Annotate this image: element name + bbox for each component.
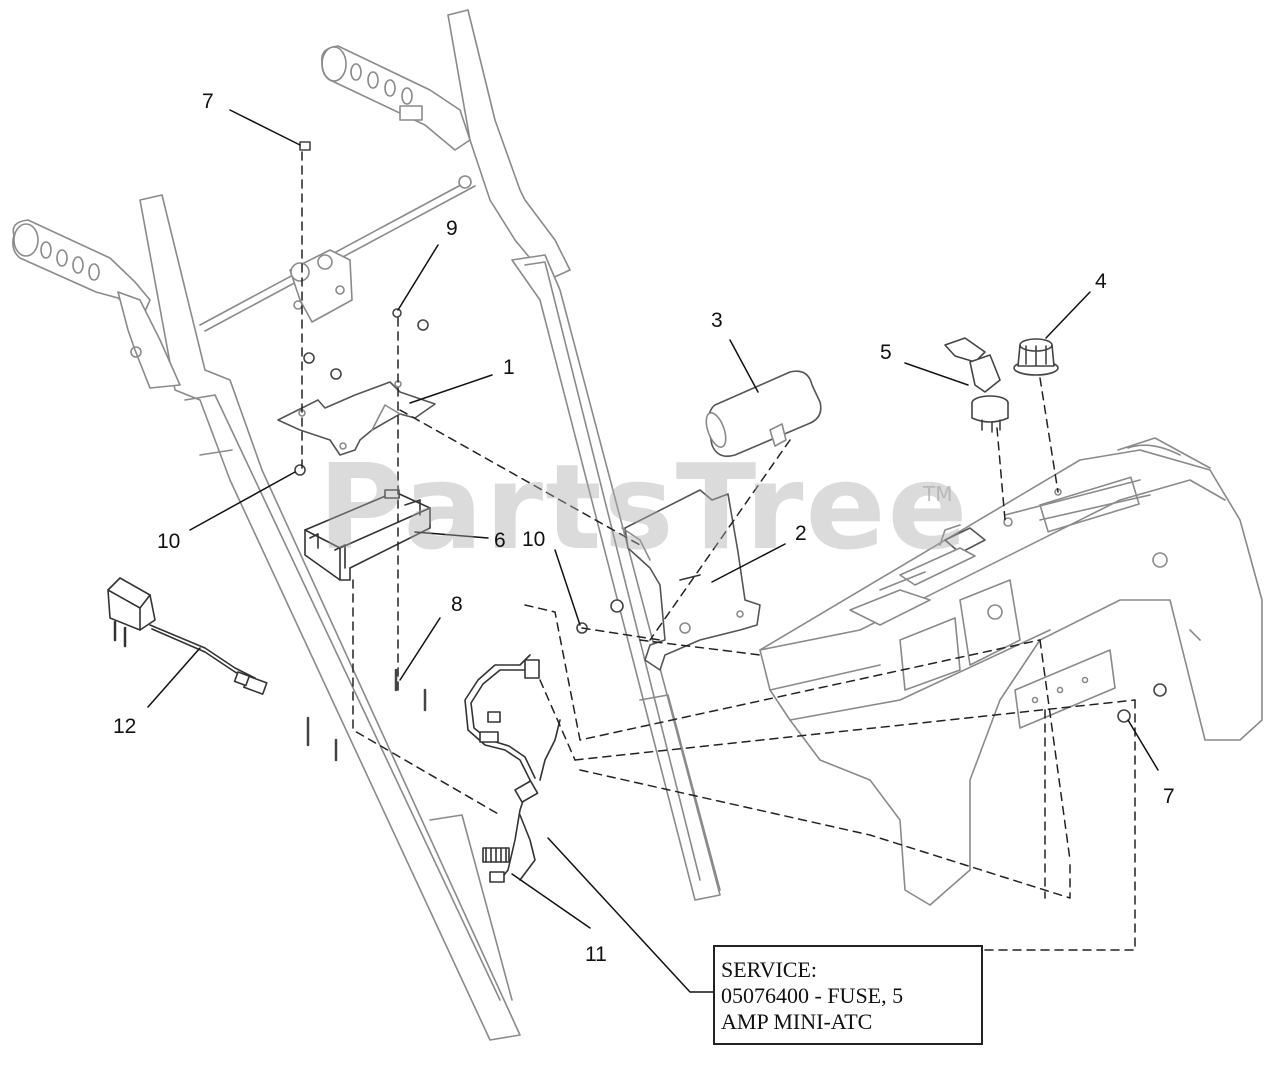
callout-3: 3 [711,309,723,332]
callout-11: 11 [585,943,607,966]
callout-2: 2 [795,522,807,545]
trademark-mark: TM [923,482,953,506]
callout-9: 9 [446,217,458,240]
leader-lines [147,109,1159,993]
part-5-key-switch [944,337,1009,433]
callout-12: 12 [113,715,137,738]
callout-7-right: 7 [1163,785,1175,808]
service-note-line-3: AMP MINI-ATC [721,1009,873,1034]
part-12-charger [107,577,268,695]
service-note-box: SERVICE: 05076400 - FUSE, 5 AMP MINI-ATC [713,945,983,1045]
watermark-text: PartsTree [318,438,970,576]
left-handle-grip [12,219,181,389]
part-4-cap [1013,338,1059,376]
right-handle-grip [321,45,471,151]
callout-1: 1 [503,356,515,379]
callout-8: 8 [451,593,463,616]
hardware-screws-nuts [294,141,1167,762]
left-handlebar-tube [139,194,521,1041]
part-3-battery [705,370,822,458]
right-handlebar-tube [447,9,721,901]
service-note-line-1: SERVICE: [721,957,818,982]
callout-10-left: 10 [157,530,181,553]
service-note-line-2: 05076400 - FUSE, 5 [721,983,904,1008]
dash-housing [759,437,1263,906]
callout-6: 6 [494,529,506,552]
control-bracket [289,249,353,323]
callout-10-center: 10 [522,528,546,551]
callout-7-top: 7 [202,90,214,113]
callout-5: 5 [880,341,892,364]
part-11-harness [464,654,561,883]
callout-4: 4 [1095,270,1107,293]
part-1-bracket [277,380,436,456]
